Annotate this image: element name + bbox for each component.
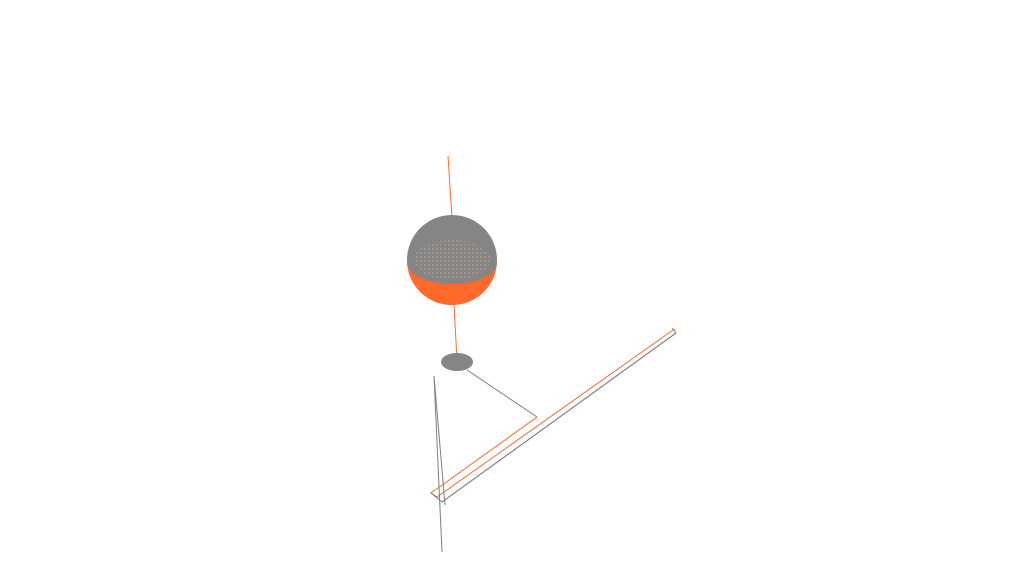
top-axis-line [447, 155, 453, 219]
sphere[interactable] [407, 215, 497, 305]
disc[interactable] [441, 353, 473, 371]
rail[interactable] [430, 327, 677, 503]
middle-axis-line [453, 304, 458, 361]
tripod-leg [433, 375, 446, 553]
disc-arm-line [466, 369, 538, 418]
